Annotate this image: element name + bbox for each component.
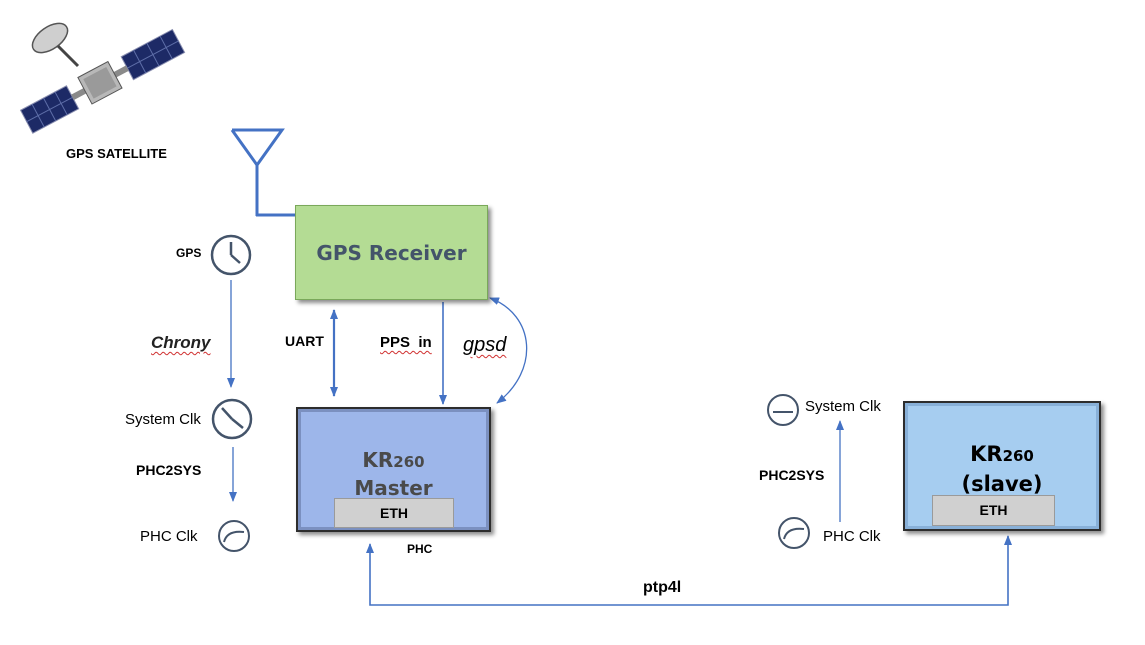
gpsd-arrow xyxy=(489,297,528,404)
master-eth-port: ETH xyxy=(334,498,454,528)
master-kr: KR xyxy=(362,448,394,472)
left-phc-clk-text: PHC Clk xyxy=(140,528,198,545)
gps-clock-icon xyxy=(210,234,252,276)
slave-title: KR260 (slave) xyxy=(905,440,1099,498)
gpsd-label: gpsd xyxy=(463,334,506,357)
master-kr-sub: 260 xyxy=(393,453,425,471)
left-system-clk-label: System Clk xyxy=(125,411,201,428)
slave-box: KR260 (slave) ETH xyxy=(903,401,1101,531)
ptp4l-link xyxy=(366,535,1012,606)
gps-receiver-box: GPS Receiver xyxy=(295,205,488,300)
master-title: KR260 Master xyxy=(298,447,489,501)
right-system-clk-clock-icon xyxy=(767,394,799,426)
slave-kr: KR xyxy=(970,442,1003,466)
gps-receiver-title: GPS Receiver xyxy=(316,241,467,265)
system-clk-clock-icon xyxy=(211,398,253,440)
right-phc-clk-text: PHC Clk xyxy=(823,528,881,545)
uart-label: UART xyxy=(285,333,324,349)
satellite-label: GPS SATELLITE xyxy=(66,146,167,161)
pps-in-label: PPS in xyxy=(380,334,432,351)
right-phc-clock-icon xyxy=(778,517,810,549)
satellite-icon xyxy=(19,22,186,134)
slave-eth-port: ETH xyxy=(932,495,1055,526)
left-phc2sys-label: PHC2SYS xyxy=(136,462,202,478)
ptp4l-label: ptp4l xyxy=(643,579,682,596)
right-phc-clk-label: PHC Clk xyxy=(823,528,881,545)
chrony-label: Chrony xyxy=(151,333,211,353)
right-phc2sys-label: PHC2SYS xyxy=(759,467,825,483)
antenna-icon xyxy=(230,128,296,217)
master-role: Master xyxy=(354,476,433,500)
slave-kr-sub: 260 xyxy=(1002,447,1034,465)
gpsd-text: gpsd xyxy=(463,334,507,356)
master-box: KR260 Master ETH xyxy=(296,407,491,532)
pps-in-text: PPS in xyxy=(380,334,432,351)
chrony-text: Chrony xyxy=(151,333,211,352)
left-system-clk-text: System Clk xyxy=(125,411,201,428)
gps-label: GPS xyxy=(176,246,202,260)
master-phc-label: PHC xyxy=(407,542,433,556)
slave-role: (slave) xyxy=(961,472,1043,496)
left-phc-clock-icon xyxy=(218,520,250,552)
left-phc-clk-label: PHC Clk xyxy=(140,528,198,545)
right-system-clk-label: System Clk xyxy=(805,398,881,415)
right-system-clk-text: System Clk xyxy=(805,398,881,415)
